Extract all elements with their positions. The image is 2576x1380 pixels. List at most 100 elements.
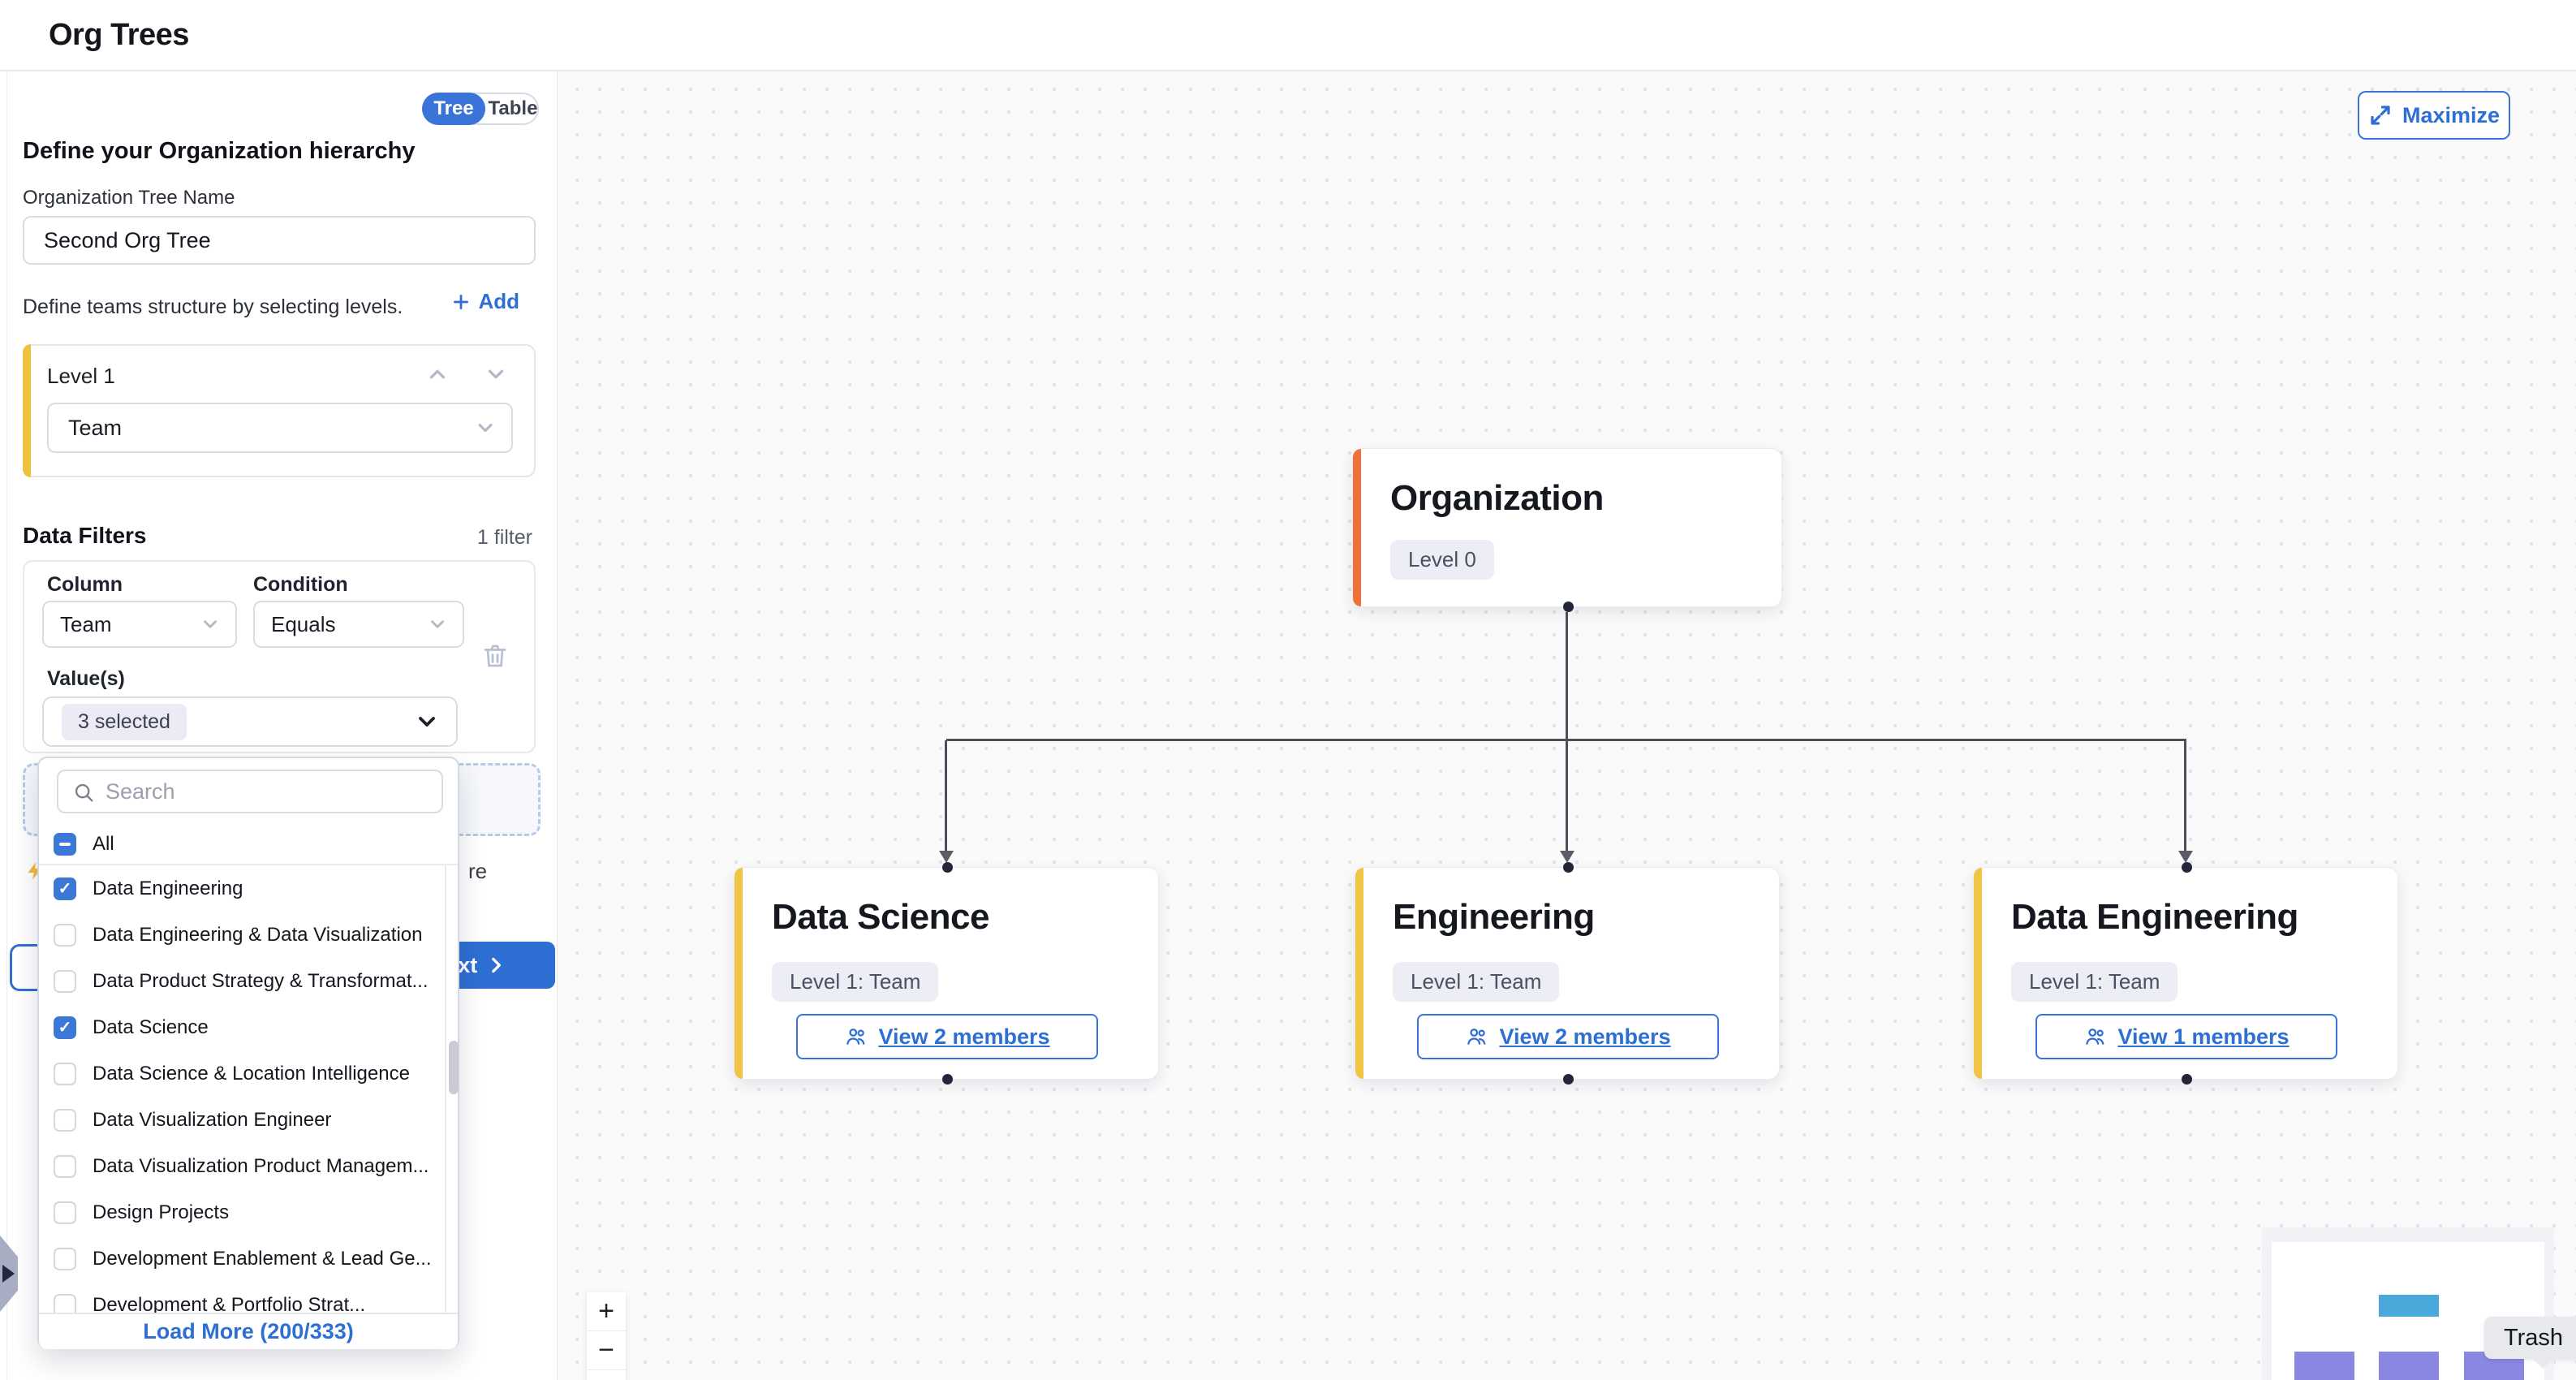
org-tree-canvas[interactable]: Maximize Organization Level 0 Data Scien… <box>557 71 2576 1380</box>
zoom-in-button[interactable]: + <box>587 1292 626 1331</box>
option-row[interactable]: Data Visualization Engineer <box>39 1097 458 1143</box>
option-row[interactable]: Data Science & Location Intelligence <box>39 1050 458 1097</box>
option-label: Data Visualization Product Managem... <box>93 1154 429 1177</box>
option-row[interactable]: Design Projects <box>39 1189 458 1236</box>
edge-arrowhead <box>2178 851 2193 863</box>
toggle-tree[interactable]: Tree <box>422 93 485 125</box>
plus-icon <box>454 294 469 309</box>
node-title: Organization <box>1390 478 1604 518</box>
option-checkbox[interactable] <box>54 1062 76 1085</box>
node-organization[interactable]: Organization Level 0 <box>1352 448 1782 612</box>
chevron-right-icon <box>492 957 502 973</box>
members-icon <box>1467 1029 1486 1045</box>
option-row[interactable]: Development & Portfolio Strat... <box>39 1282 458 1313</box>
option-label: Data Science <box>93 1016 209 1038</box>
move-level-down-icon[interactable] <box>484 362 508 386</box>
option-label: Development & Portfolio Strat... <box>93 1293 366 1313</box>
lightning-icon <box>28 862 42 880</box>
option-checkbox[interactable] <box>54 1293 76 1313</box>
option-label: Data Product Strategy & Transformat... <box>93 969 429 992</box>
edge-org-trunk <box>1566 612 1568 740</box>
edge-drop-3 <box>2184 740 2186 852</box>
chevron-down-icon <box>204 620 217 628</box>
connection-handle <box>2182 862 2192 873</box>
node-title: Engineering <box>1393 897 1595 937</box>
condition-select[interactable]: Equals <box>253 601 464 648</box>
node-engineering[interactable]: Engineering Level 1: Team View 2 members <box>1355 862 1780 1085</box>
view-members-button[interactable]: View 1 members <box>2035 1014 2337 1059</box>
option-row[interactable]: Data Engineering <box>39 865 458 912</box>
top-bar: Org Trees <box>0 0 2576 71</box>
trash-tooltip: Trash <box>2484 1317 2576 1369</box>
move-level-up-icon[interactable] <box>425 362 450 386</box>
zoom-out-button[interactable]: − <box>587 1331 626 1370</box>
option-row[interactable]: Development Enablement & Lead Ge... <box>39 1236 458 1282</box>
dropdown-divider <box>39 864 458 865</box>
option-row[interactable]: Data Product Strategy & Transformat... <box>39 958 458 1004</box>
connection-handle <box>942 1074 953 1085</box>
view-toggle: Tree Table <box>422 93 539 125</box>
edge-drop-1 <box>945 740 947 852</box>
sidebar-heading: Define your Organization hierarchy <box>23 138 416 164</box>
filter-card: Column Condition Team Equals Value(s) 3 … <box>23 560 536 753</box>
dropdown-search-input[interactable] <box>106 773 430 810</box>
option-label: Data Engineering & Data Visualization <box>93 923 423 946</box>
toggle-table[interactable]: Table <box>488 97 538 119</box>
levels-hint: Define teams structure by selecting leve… <box>23 295 403 318</box>
chevron-down-icon <box>478 423 493 433</box>
option-row[interactable]: Data Science <box>39 1004 458 1050</box>
option-row[interactable]: Data Engineering & Data Visualization <box>39 912 458 958</box>
option-label: Design Projects <box>93 1201 230 1223</box>
node-title: Data Science <box>772 897 989 937</box>
load-more-link[interactable]: Load More (200/333) <box>143 1319 354 1343</box>
maximize-button[interactable]: Maximize <box>2358 91 2510 140</box>
members-icon <box>2086 1029 2104 1045</box>
dropdown-search <box>57 770 443 813</box>
add-level-label: Add <box>478 289 519 313</box>
dropdown-footer: Load More (200/333) <box>39 1313 458 1349</box>
level-accent-bar <box>23 344 31 477</box>
tree-name-input[interactable] <box>23 216 536 265</box>
list-gutter-line <box>445 865 446 1313</box>
values-select[interactable]: 3 selected <box>42 696 458 747</box>
view-members-label: View 1 members <box>2117 1024 2290 1049</box>
option-checkbox[interactable] <box>54 969 76 993</box>
options-list: Data Engineering Data Engineering & Data… <box>39 865 458 1313</box>
connection-handle <box>1563 1074 1574 1085</box>
view-members-button[interactable]: View 2 members <box>1417 1014 1719 1059</box>
option-checkbox[interactable] <box>54 1108 76 1132</box>
connection-handle <box>942 862 953 873</box>
view-members-label: View 2 members <box>1499 1024 1671 1049</box>
node-accent-bar <box>1355 868 1363 1079</box>
search-icon <box>75 783 93 802</box>
option-checkbox[interactable] <box>54 1154 76 1178</box>
option-label: Data Science & Location Intelligence <box>93 1062 410 1085</box>
select-all-checkbox[interactable] <box>54 833 76 856</box>
edge-drop-2 <box>1566 740 1568 852</box>
select-all-row[interactable]: All <box>39 825 458 864</box>
node-data-science[interactable]: Data Science Level 1: Team View 2 member… <box>734 862 1159 1085</box>
sidebar-collapse-handle[interactable] <box>0 1236 18 1312</box>
option-checkbox[interactable] <box>54 1016 76 1039</box>
view-members-button[interactable]: View 2 members <box>796 1014 1098 1059</box>
data-filters-title: Data Filters <box>23 523 147 548</box>
list-scrollbar-thumb[interactable] <box>449 1041 459 1094</box>
level-type-select[interactable]: Team <box>47 403 513 453</box>
select-all-label: All <box>93 833 114 855</box>
hierarchy-sidebar: Tree Table Define your Organization hier… <box>0 71 557 1380</box>
option-checkbox[interactable] <box>54 1247 76 1270</box>
option-row[interactable]: Data Visualization Product Managem... <box>39 1143 458 1189</box>
fit-view-button[interactable] <box>587 1370 626 1380</box>
column-value: Team <box>60 611 112 636</box>
option-checkbox[interactable] <box>54 923 76 947</box>
column-label: Column <box>47 573 123 596</box>
add-level-button[interactable]: Add <box>450 289 519 314</box>
option-checkbox[interactable] <box>54 1201 76 1224</box>
option-checkbox[interactable] <box>54 877 76 900</box>
level-1-card: Level 1 Team <box>23 344 536 477</box>
delete-filter-icon[interactable] <box>480 640 510 672</box>
node-data-engineering[interactable]: Data Engineering Level 1: Team View 1 me… <box>1973 862 2398 1085</box>
node-accent-bar <box>1353 449 1361 606</box>
column-select[interactable]: Team <box>42 601 237 648</box>
